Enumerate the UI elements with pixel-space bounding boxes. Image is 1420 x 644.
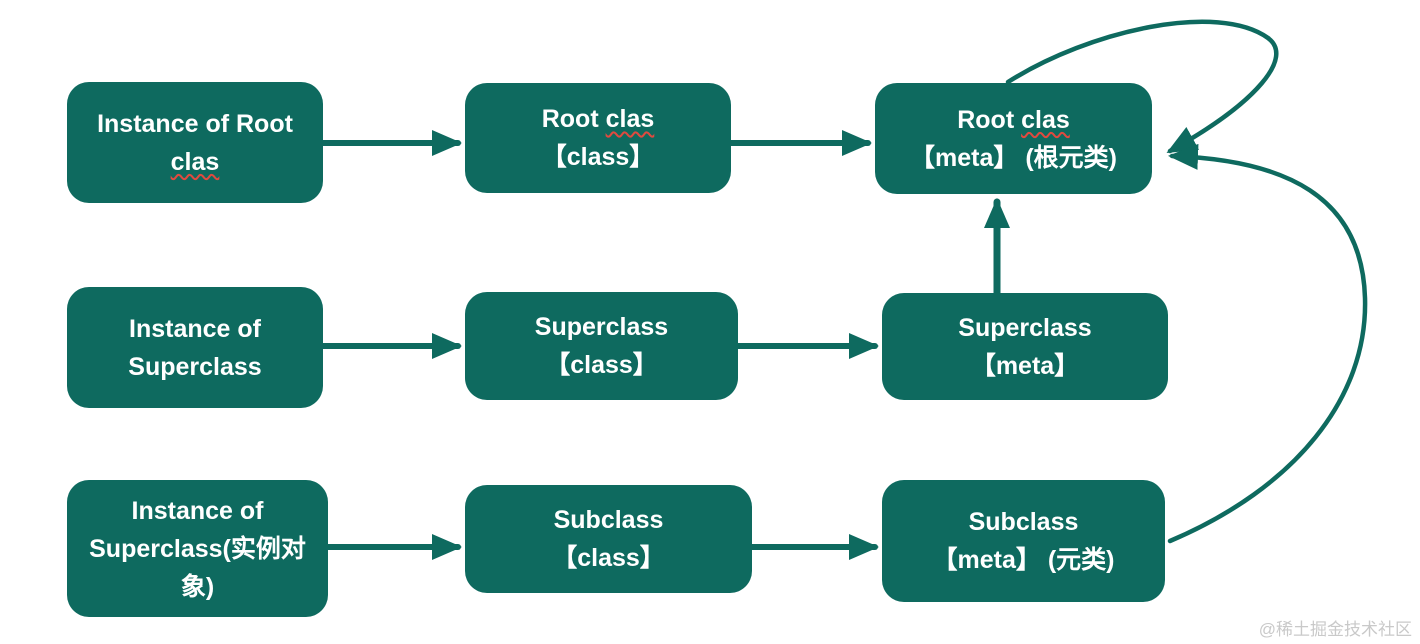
node-title: Root clas [477, 100, 719, 138]
node-title: Subclass [477, 501, 740, 539]
node-title-text: Root [957, 105, 1022, 134]
node-subtitle: 【meta】 (元类) [932, 546, 1115, 574]
node-title: Instance of Root clas [79, 105, 311, 181]
node-root-clas-class: Root clas 【class】 [465, 83, 731, 193]
node-title: Instance of Superclass [79, 310, 311, 386]
watermark: @稀土掘金技术社区 [1258, 620, 1412, 639]
node-title-text: Subclass [553, 506, 664, 534]
node-title: Instance of Superclass(实例对象) [79, 492, 316, 606]
node-subtitle: 【meta】 (根元类) [910, 143, 1117, 172]
node-subtitle: 【class】 [552, 544, 665, 572]
node-title-text: Superclass [534, 313, 669, 341]
node-title-text: Instance of Root [97, 109, 293, 138]
node-title-text: Instance of Superclass(实例对象) [89, 496, 306, 601]
node-root-clas-meta: Root clas 【meta】 (根元类) [875, 83, 1152, 194]
node-title: Superclass [477, 308, 726, 346]
node-title: Superclass [894, 309, 1156, 347]
node-title: Subclass [894, 503, 1153, 541]
node-title-misspelled: clas [1021, 105, 1070, 134]
node-instance-of-subclass: Instance of Superclass(实例对象) [67, 480, 328, 617]
node-superclass-meta: Superclass 【meta】 [882, 293, 1168, 400]
node-title-misspelled: clas [170, 147, 220, 176]
node-instance-of-root-clas: Instance of Root clas [67, 82, 323, 203]
node-title-text: Root [541, 105, 606, 133]
node-subclass-class: Subclass 【class】 [465, 485, 752, 593]
node-subtitle: 【class】 [545, 351, 658, 379]
node-subtitle: 【class】 [541, 143, 655, 171]
node-subclass-meta: Subclass 【meta】 (元类) [882, 480, 1165, 602]
node-subtitle: 【meta】 [970, 351, 1080, 380]
edge-subclass-meta-to-root-meta [1167, 143, 1368, 544]
node-title: Root clas [887, 101, 1140, 139]
node-title-text: Superclass [958, 313, 1092, 342]
edge-root-meta-self-loop [1005, 19, 1279, 154]
node-instance-of-superclass: Instance of Superclass [67, 287, 323, 408]
node-title-text: Subclass [968, 508, 1079, 536]
node-superclass-class: Superclass 【class】 [465, 292, 738, 400]
node-title-text: Instance of Superclass [128, 314, 262, 381]
node-title-misspelled: clas [605, 105, 655, 133]
